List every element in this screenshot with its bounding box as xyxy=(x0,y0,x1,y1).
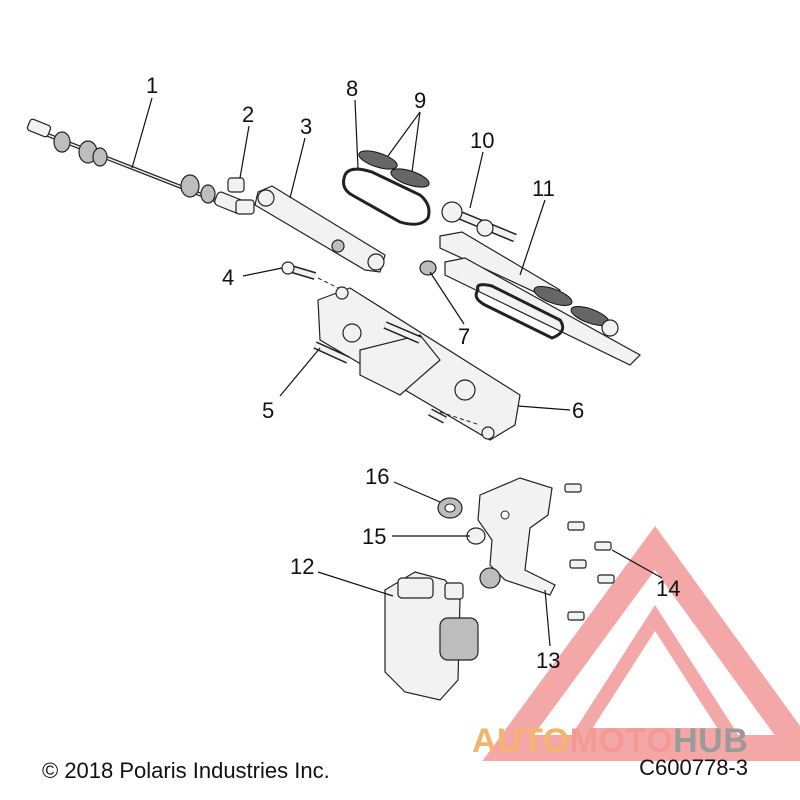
part-4-bolt xyxy=(281,261,343,291)
watermark-auto: AUTO xyxy=(472,722,570,760)
part-10-bolt xyxy=(441,201,517,243)
part-2-clip xyxy=(227,177,255,215)
part-8-wire-clip xyxy=(342,167,431,226)
part-7-nut xyxy=(419,260,437,276)
callout-labels: 1 2 3 4 5 6 7 8 9 10 11 12 13 14 15 16 xyxy=(146,73,680,673)
part-13-mount-bracket xyxy=(477,477,556,596)
callout-3: 3 xyxy=(300,114,312,139)
part-12-actuator xyxy=(384,571,479,701)
figure-id: C600778-3 xyxy=(639,755,748,780)
part-16-grommet xyxy=(437,497,463,519)
callout-4: 4 xyxy=(222,265,234,290)
callout-13: 13 xyxy=(536,648,560,673)
part-14-screws xyxy=(564,483,615,621)
watermark-logo xyxy=(482,525,800,761)
part-6-bracket xyxy=(317,286,521,441)
callout-14: 14 xyxy=(656,576,680,601)
part-1-cable xyxy=(26,118,246,215)
part-11-lever-assembly xyxy=(439,231,641,366)
copyright-text: © 2018 Polaris Industries Inc. xyxy=(42,758,330,783)
callout-1: 1 xyxy=(146,73,158,98)
callout-11: 11 xyxy=(532,176,555,201)
part-3-link-arm xyxy=(254,185,386,273)
watermark-moto: MOTO xyxy=(569,722,674,760)
callout-8: 8 xyxy=(346,76,358,101)
callout-15: 15 xyxy=(362,524,386,549)
part-9-springs xyxy=(358,150,430,188)
callout-9: 9 xyxy=(414,88,426,113)
part-5-screws xyxy=(313,321,447,424)
watermark-hub: HUB xyxy=(673,722,749,760)
callout-6: 6 xyxy=(572,398,584,423)
callout-2: 2 xyxy=(242,102,254,127)
callout-12: 12 xyxy=(290,554,314,579)
watermark-text: AUTOMOTOHUB xyxy=(472,722,748,761)
callout-10: 10 xyxy=(470,128,494,153)
callout-5: 5 xyxy=(262,398,274,423)
callout-7: 7 xyxy=(458,324,470,349)
leader-lines xyxy=(131,97,663,647)
callout-16: 16 xyxy=(365,464,389,489)
